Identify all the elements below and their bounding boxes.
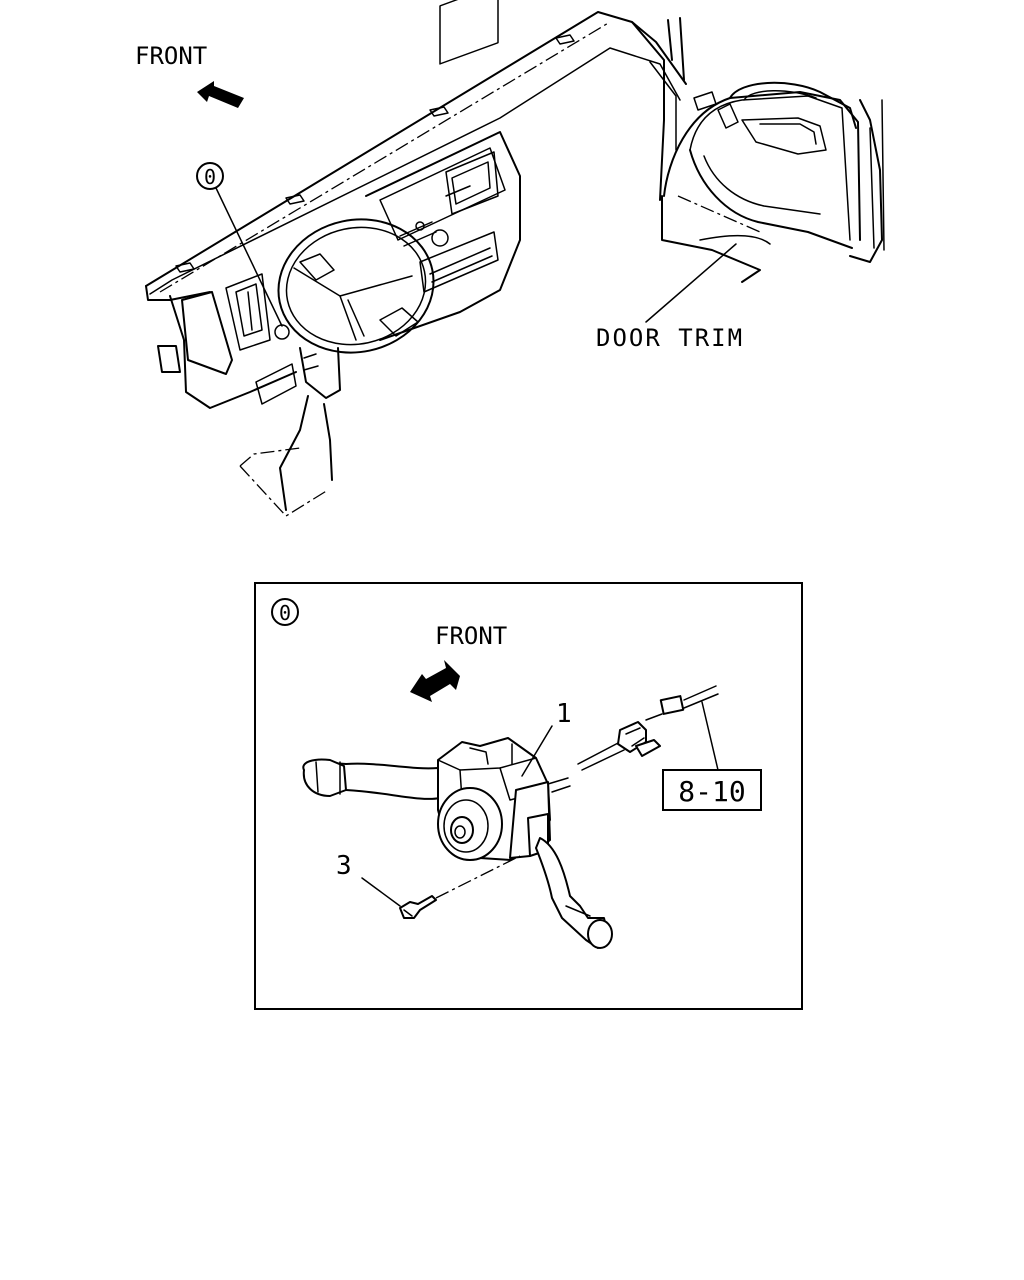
- front-arrow-detail: [410, 660, 460, 702]
- detail-marker: [271, 598, 299, 626]
- part-3-label: 3: [336, 851, 352, 881]
- detail-panel: 0 FRONT: [254, 582, 803, 1010]
- combination-switch-assembly: 1 3 8-10: [302, 685, 762, 949]
- dashboard-drawing: FRONT: [135, 0, 687, 517]
- part-1-leader: [521, 725, 553, 777]
- part-3-leader: [361, 877, 401, 907]
- part-1-label: 1: [556, 699, 572, 729]
- front-arrow-top: [197, 81, 244, 108]
- front-label-detail: FRONT: [435, 622, 507, 650]
- reference-label: 8-10: [678, 775, 745, 808]
- detail-marker-text: 0: [279, 601, 291, 625]
- reference-box: [662, 769, 762, 811]
- front-label-top: FRONT: [135, 42, 207, 70]
- door-trim-leader: [645, 243, 737, 323]
- callout-marker-overview-text: 0: [204, 165, 216, 189]
- callout-leader-overview: [215, 187, 283, 327]
- door-trim-drawing: DOOR TRIM: [596, 17, 885, 352]
- callout-marker-overview: [196, 162, 224, 190]
- reference-leader: [701, 701, 719, 771]
- detail-frame: [254, 582, 803, 1010]
- door-trim-label: DOOR TRIM: [596, 324, 744, 352]
